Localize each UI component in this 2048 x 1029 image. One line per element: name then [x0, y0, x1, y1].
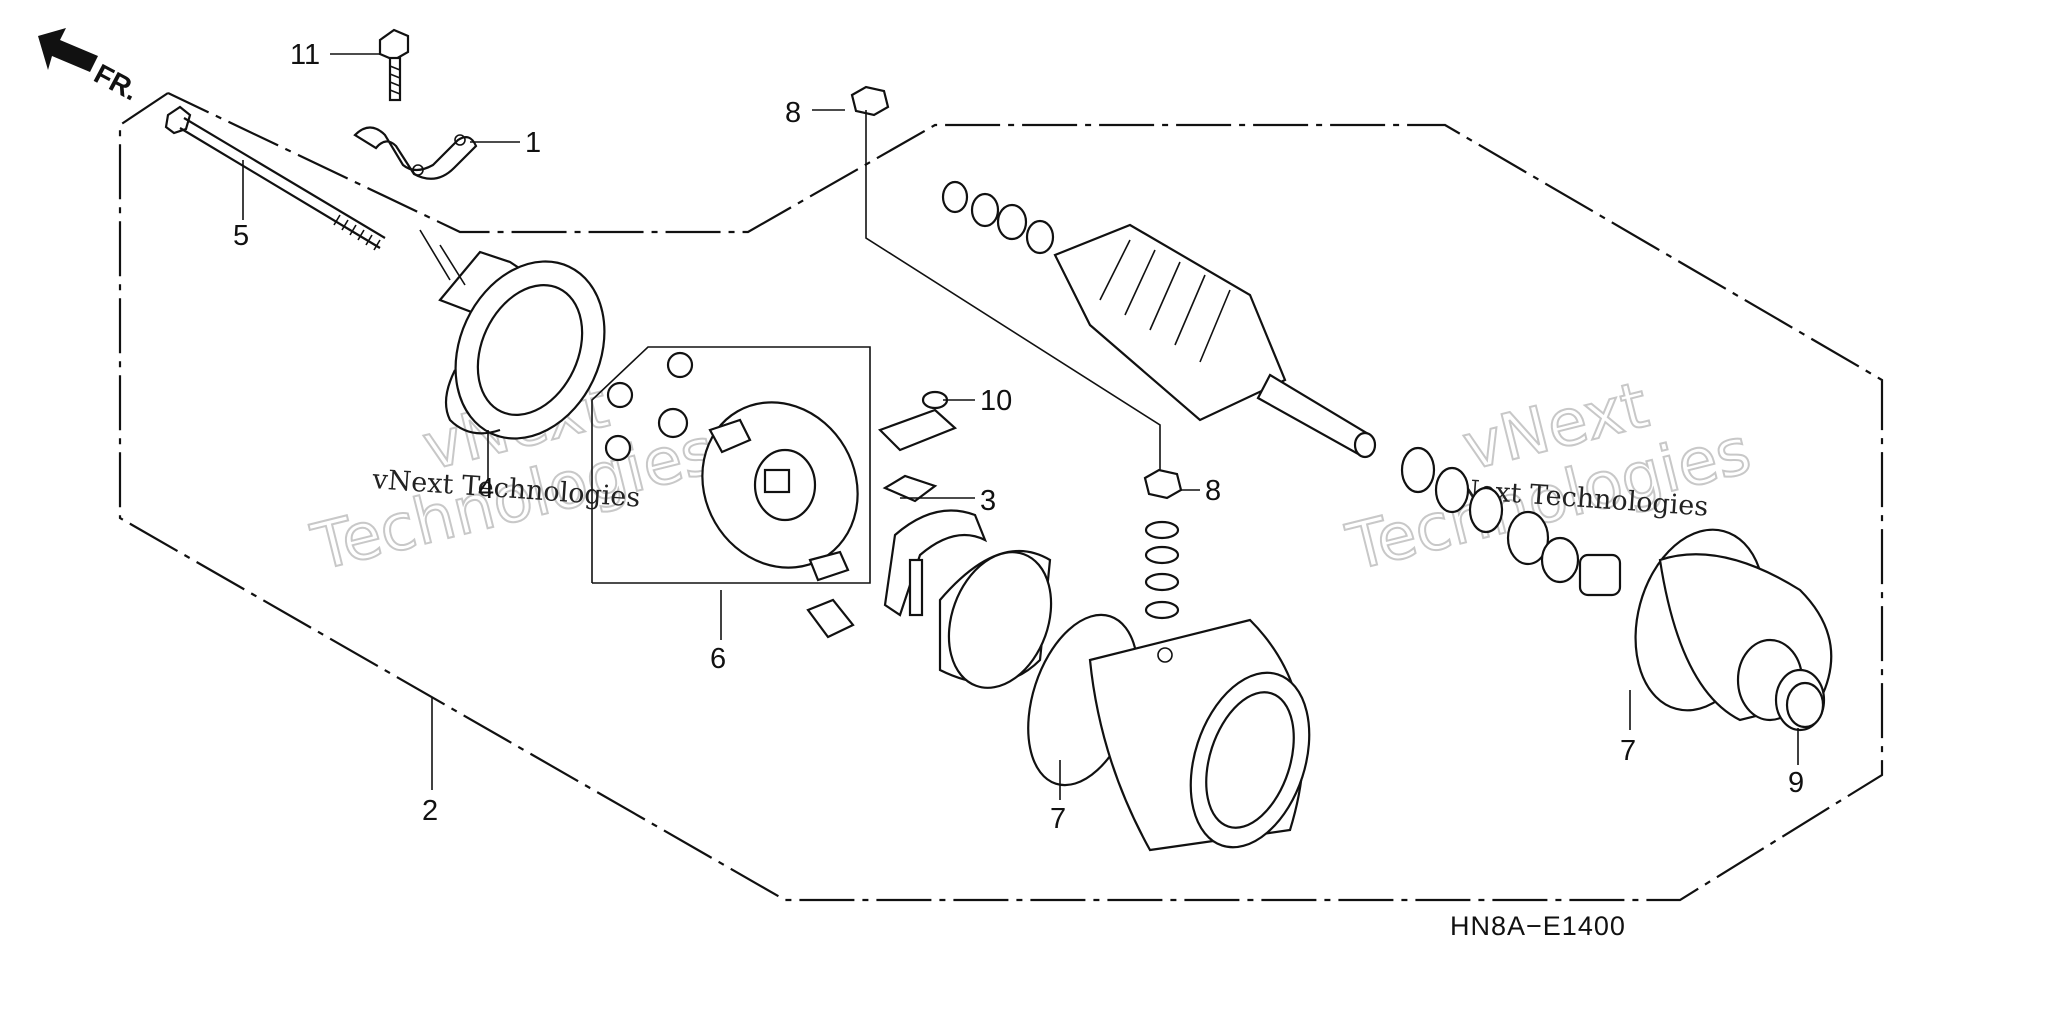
callout-3: 3 [980, 485, 996, 517]
front-cover [1634, 528, 1833, 732]
callout-2: 2 [422, 795, 438, 827]
yoke-part-2 [938, 550, 1311, 852]
bolt-part-11 [378, 28, 410, 102]
armature [941, 180, 1377, 459]
drawing-code: HN8A−E1400 [1450, 911, 1626, 941]
nut-part-8-top [850, 85, 890, 117]
callout-8-stack: 8 [1205, 475, 1221, 507]
assembly-boundary [118, 92, 1884, 902]
brush-holder-part-6 [604, 351, 859, 582]
direction-label: FR. [89, 58, 143, 107]
washers-bearing [1400, 446, 1622, 597]
brush-holder-box [591, 346, 871, 584]
through-bolt-part-5 [164, 105, 386, 251]
callout-6: 6 [710, 643, 726, 675]
callout-11: 11 [290, 39, 320, 71]
nut-part-8-stack [1143, 468, 1183, 620]
callout-7-left: 7 [1050, 803, 1066, 835]
callout-8-top: 8 [785, 97, 801, 129]
callout-1: 1 [525, 127, 541, 159]
leader-lines [242, 53, 1799, 800]
callout-9: 9 [1788, 767, 1804, 799]
clip-part-1 [353, 126, 478, 180]
callout-5: 5 [233, 220, 249, 252]
callout-7-right: 7 [1620, 735, 1636, 767]
terminal-part-3 [806, 408, 988, 639]
rear-cover-part-4 [419, 229, 606, 440]
front-arrow-icon: FR. [38, 28, 144, 106]
callout-10: 10 [980, 385, 1012, 417]
callout-4: 4 [478, 473, 494, 505]
circlip-part-9 [1785, 681, 1825, 729]
